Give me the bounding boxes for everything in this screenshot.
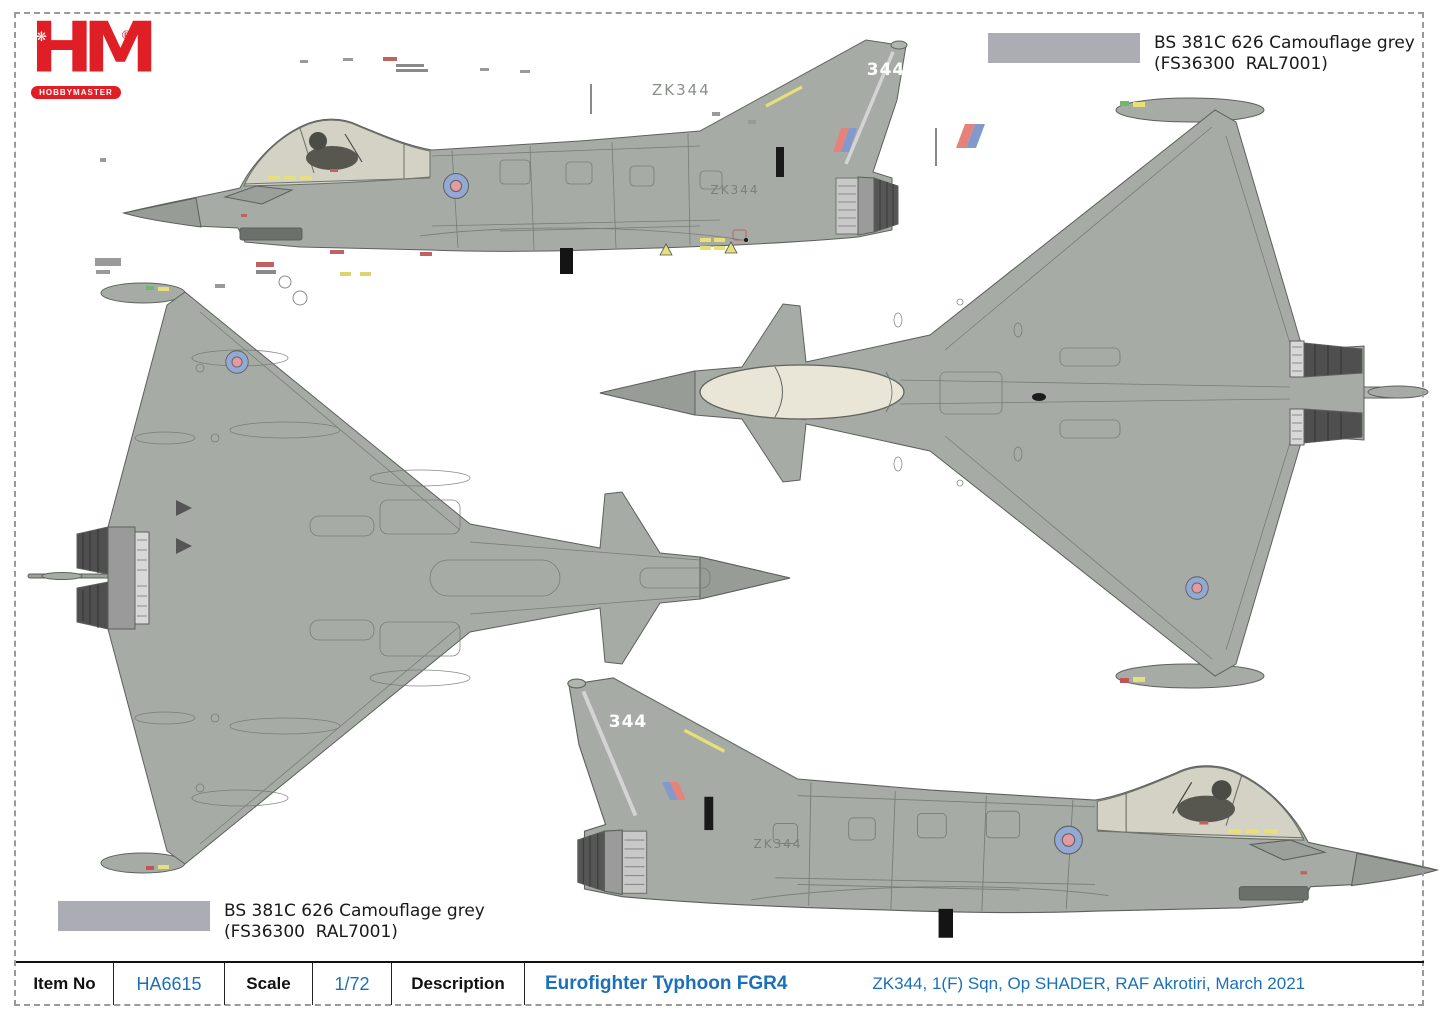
paint-callout-top-right: BS 381C 626 Camouflage grey(FS36300 RAL7… (988, 33, 1415, 76)
item-no-value: HA6615 (113, 963, 224, 1005)
serial-decal-label: ZK344 (652, 81, 711, 99)
logo-brand-name: HOBBYMASTER (31, 86, 121, 99)
spec-table: Item No HA6615 Scale 1/72 Description Eu… (16, 961, 1424, 1005)
paint-callout-bottom-left: BS 381C 626 Camouflage grey(FS36300 RAL7… (58, 901, 485, 944)
tail-code: 344 (609, 712, 648, 732)
fin-flash-red (670, 782, 686, 800)
paint-swatch (988, 33, 1140, 63)
fin-flash-blue (662, 782, 678, 800)
hobbymaster-logo: HM ® ❋ ❋ ❋ HOBBYMASTER (30, 6, 158, 106)
fuselage-serial: ZK344 (711, 183, 760, 197)
view-starboard-profile: 344 ZK344 (568, 678, 1437, 938)
scale-label: Scale (224, 963, 312, 1005)
description-label: Description (391, 963, 524, 1005)
scale-value: 1/72 (312, 963, 391, 1005)
gear-icon: ❋ (66, 71, 77, 86)
tail-code: 344 (867, 60, 906, 80)
fin-flash-blue (841, 128, 857, 152)
view-port-profile: 344 ZK344 (124, 40, 907, 274)
paint-swatch (58, 901, 210, 931)
stencil-decals (95, 57, 985, 306)
paint-name: BS 381C 626 Camouflage grey (1154, 33, 1415, 53)
paint-codes: (FS36300 RAL7001) (1154, 54, 1328, 75)
description-cell: Eurofighter Typhoon FGR4 ZK344, 1(F) Sqn… (524, 963, 1424, 1005)
gear-icon: ❋ (36, 29, 47, 44)
fin-flash-red (833, 128, 849, 152)
fuselage-serial: ZK344 (754, 837, 803, 851)
description-detail: ZK344, 1(F) Sqn, Op SHADER, RAF Akrotiri… (872, 974, 1306, 993)
registered-trademark-icon: ® (122, 28, 131, 42)
paint-callout-text: BS 381C 626 Camouflage grey(FS36300 RAL7… (224, 901, 485, 944)
item-no-label: Item No (33, 974, 96, 993)
canopy-top (699, 364, 905, 420)
paint-callout-text: BS 381C 626 Camouflage grey(FS36300 RAL7… (1154, 33, 1415, 76)
view-top-plan (599, 97, 1429, 689)
gear-icon: ❋ (100, 71, 111, 86)
paint-codes: (FS36300 RAL7001) (224, 922, 398, 943)
description-value: Eurofighter Typhoon FGR4 (545, 973, 788, 994)
paint-name: BS 381C 626 Camouflage grey (224, 901, 485, 921)
view-bottom-plan (27, 282, 791, 874)
logo-monogram: HM (30, 6, 158, 88)
